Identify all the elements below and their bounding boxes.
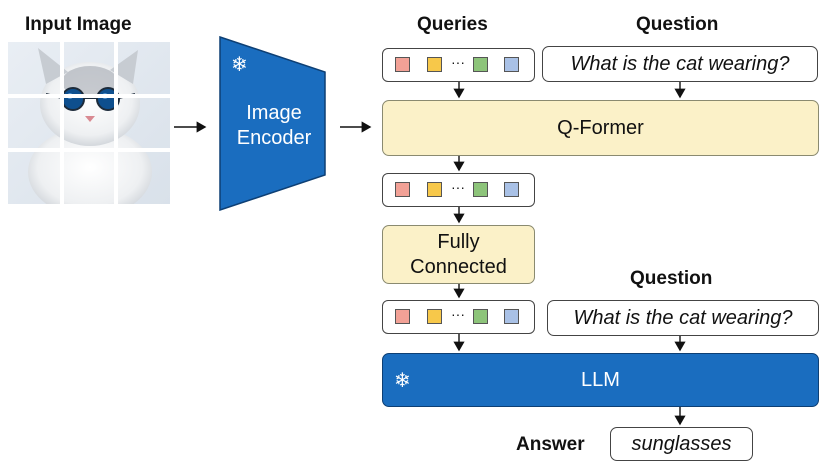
query-tokens-middle: ··· bbox=[382, 173, 535, 207]
token-red bbox=[395, 57, 410, 72]
question-box-top: What is the cat wearing? bbox=[542, 46, 818, 82]
question-title-mid: Question bbox=[630, 268, 713, 289]
q-former-block: Q-Former bbox=[382, 100, 819, 156]
token-green bbox=[473, 57, 488, 72]
token-ellipsis: ··· bbox=[451, 54, 465, 70]
token-green bbox=[473, 182, 488, 197]
query-tokens-top: ··· bbox=[382, 48, 535, 82]
image-encoder-label-line2: Encoder bbox=[236, 127, 312, 149]
token-blue bbox=[504, 309, 519, 324]
fully-connected-label-line2: Connected bbox=[410, 255, 507, 278]
input-cat-image bbox=[8, 42, 170, 204]
image-encoder-block bbox=[219, 36, 326, 211]
token-yellow bbox=[427, 309, 442, 324]
token-yellow bbox=[427, 182, 442, 197]
answer-label: Answer bbox=[516, 434, 585, 455]
token-green bbox=[473, 309, 488, 324]
queries-title: Queries bbox=[417, 14, 488, 35]
image-encoder-label: Image Encoder bbox=[222, 101, 326, 151]
token-red bbox=[395, 182, 410, 197]
token-blue bbox=[504, 182, 519, 197]
token-red bbox=[395, 309, 410, 324]
token-ellipsis: ··· bbox=[451, 179, 465, 195]
image-encoder-label-line1: Image bbox=[246, 102, 302, 124]
llm-block: LLM bbox=[382, 353, 819, 407]
query-tokens-bottom: ··· bbox=[382, 300, 535, 334]
fully-connected-block: Fully Connected bbox=[382, 225, 535, 284]
fully-connected-label-line1: Fully bbox=[437, 230, 480, 253]
input-image-title: Input Image bbox=[25, 14, 132, 35]
token-blue bbox=[504, 57, 519, 72]
question-title-top: Question bbox=[636, 14, 719, 35]
token-yellow bbox=[427, 57, 442, 72]
token-ellipsis: ··· bbox=[451, 306, 465, 322]
llm-frozen-icon: ❄ bbox=[394, 370, 411, 392]
answer-box: sunglasses bbox=[610, 427, 753, 461]
image-encoder-frozen-icon: ❄ bbox=[231, 54, 248, 76]
question-box-mid: What is the cat wearing? bbox=[547, 300, 819, 336]
